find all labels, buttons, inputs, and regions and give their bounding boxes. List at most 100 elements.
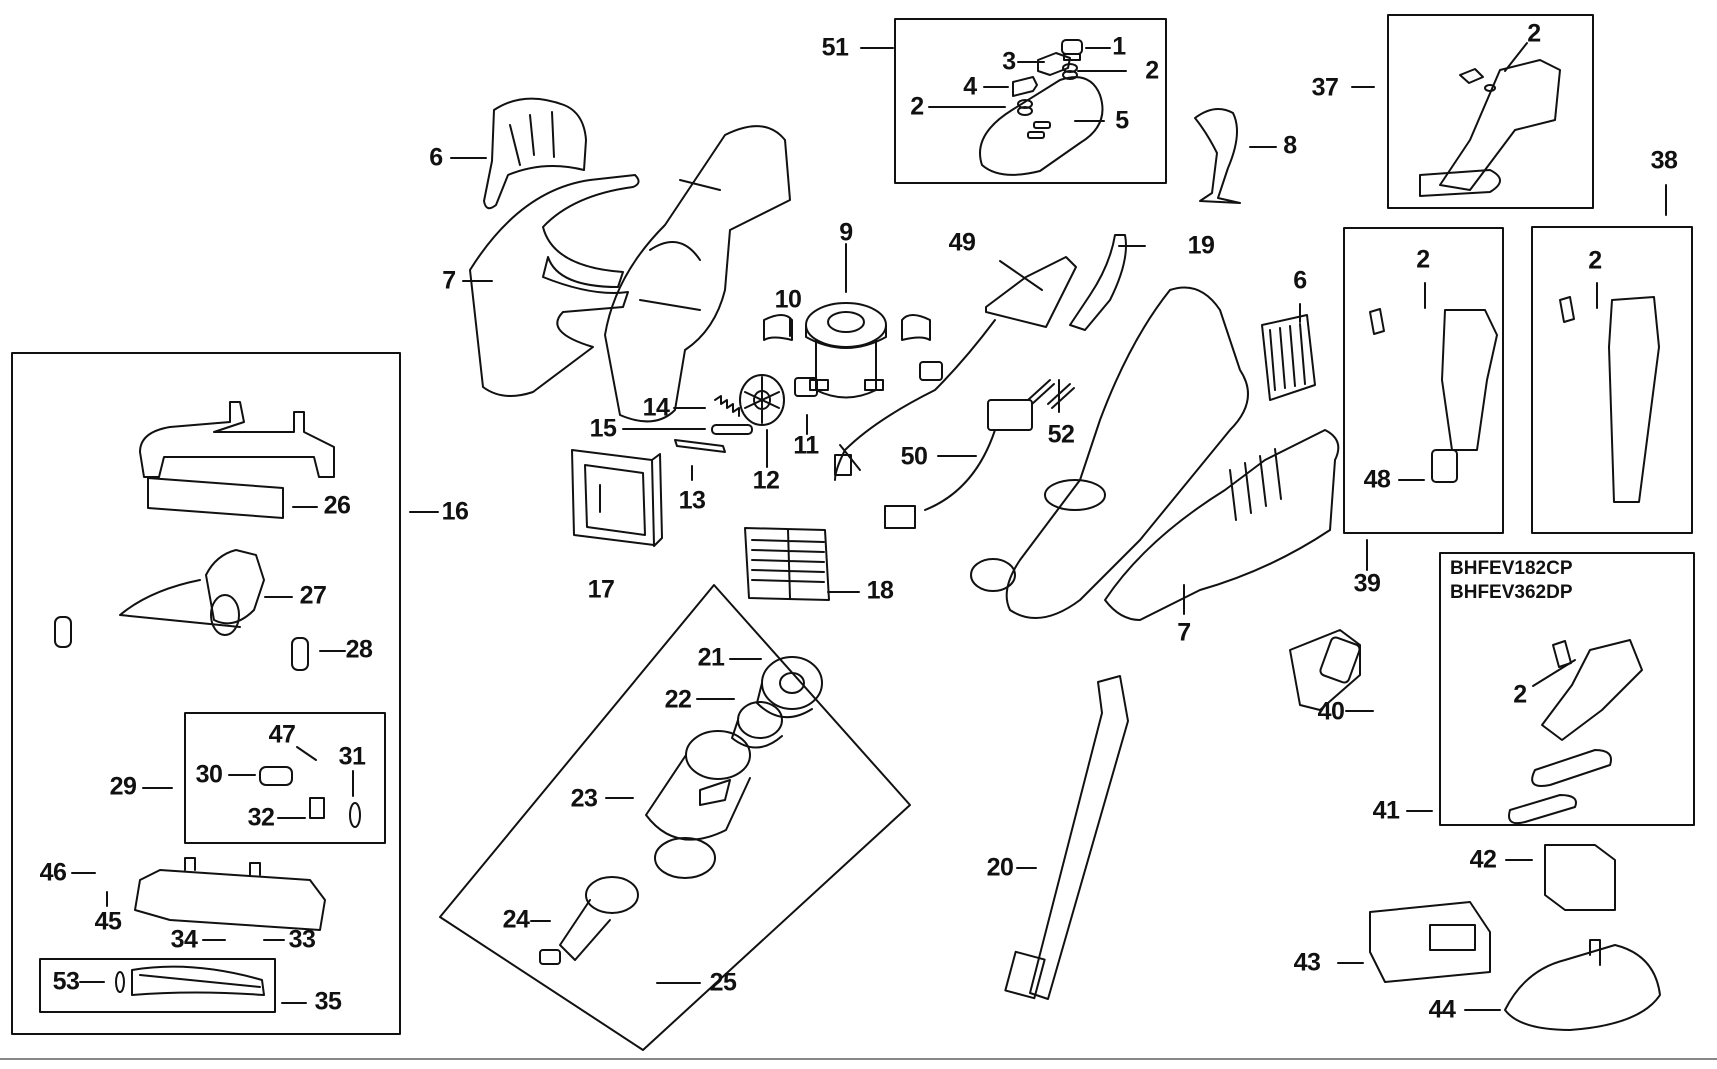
callout-3: 3 <box>1002 47 1016 76</box>
callout-35: 35 <box>314 987 342 1016</box>
callout-21: 21 <box>697 643 725 672</box>
callout-17: 17 <box>587 575 615 604</box>
part-44-charging-base <box>1504 939 1661 1031</box>
callout-13: 13 <box>678 486 706 515</box>
callout-27: 27 <box>299 581 327 610</box>
callout-51: 51 <box>821 33 849 62</box>
part-49-circuit-board <box>834 256 1077 481</box>
callout-40: 40 <box>1317 697 1345 726</box>
part-26-floor-head-cover <box>139 401 335 519</box>
part-42-adapter <box>1544 844 1616 911</box>
part-28-wheel <box>54 616 309 671</box>
callout-15: 15 <box>589 414 617 443</box>
callout-16: 16 <box>441 497 469 526</box>
part-3-button-plate <box>1037 52 1071 76</box>
callout-2-nozzle-group: 2 <box>1527 19 1541 48</box>
part-15-pin <box>711 424 753 435</box>
leader-lines <box>71 42 1667 1011</box>
model-name-1: BHFEV182CP <box>1450 558 1573 579</box>
callout-34: 34 <box>170 925 198 954</box>
part-6-rear-grille <box>1261 314 1316 401</box>
part-19-wire-guide <box>1069 234 1127 331</box>
part-13-clip <box>674 439 726 453</box>
callout-39: 39 <box>1353 569 1381 598</box>
callout-19: 19 <box>1187 231 1215 260</box>
callout-8: 8 <box>1283 131 1297 160</box>
callout-48: 48 <box>1363 465 1391 494</box>
model-name-2: BHFEV362DP <box>1450 582 1573 603</box>
callout-50: 50 <box>900 442 928 471</box>
part-4-switch-button <box>1012 76 1038 116</box>
part-30-motor <box>259 766 293 786</box>
callout-29: 29 <box>109 772 137 801</box>
callout-20: 20 <box>986 853 1014 882</box>
part-9-motor <box>805 302 887 399</box>
part-6-top-cover <box>483 97 587 210</box>
callout-2-brush-group: 2 <box>1416 245 1430 274</box>
callout-2-spring-bottom: 2 <box>910 92 924 121</box>
bottom-border <box>0 1058 1717 1060</box>
part-39-brush-tool <box>1369 308 1498 451</box>
model-list: BHFEV182CP BHFEV362DP <box>1450 557 1573 605</box>
group-box-37-nozzle <box>1387 14 1594 209</box>
part-31-belt <box>349 802 361 828</box>
part-21-filter-cap <box>756 656 823 719</box>
callout-4: 4 <box>963 72 977 101</box>
part-18-grille-filter <box>744 527 830 601</box>
callout-33: 33 <box>288 925 316 954</box>
callout-44: 44 <box>1428 995 1456 1024</box>
callout-32: 32 <box>247 803 275 832</box>
part-37-mini-nozzle <box>1419 59 1561 197</box>
part-main-housing-right <box>970 286 1249 619</box>
part-7-lower-housing <box>1104 429 1340 621</box>
group-box-41-models <box>1439 552 1695 826</box>
part-48-brush-head <box>1431 449 1458 483</box>
callout-25: 25 <box>709 968 737 997</box>
part-35-brush-roll <box>131 965 265 996</box>
callout-5: 5 <box>1115 106 1129 135</box>
callout-10: 10 <box>774 285 802 314</box>
callout-28: 28 <box>345 635 373 664</box>
part-41-pet-tool <box>1508 639 1643 825</box>
part-7-left-housing <box>469 174 640 397</box>
part-1-button-cap <box>1061 39 1083 61</box>
callout-49: 49 <box>948 228 976 257</box>
part-20-extension-wand <box>1004 675 1129 1000</box>
part-38-crevice-tool <box>1559 296 1660 503</box>
callout-47: 47 <box>268 720 296 749</box>
part-43-battery <box>1369 901 1491 983</box>
callout-12: 12 <box>752 466 780 495</box>
part-8-handle-piece <box>1194 108 1241 204</box>
callout-53: 53 <box>52 967 80 996</box>
callout-41: 41 <box>1372 796 1400 825</box>
group-box-51-switch <box>894 18 1167 184</box>
callout-38: 38 <box>1650 146 1678 175</box>
part-24-cyclone <box>539 876 639 965</box>
callout-45: 45 <box>94 907 122 936</box>
callout-14: 14 <box>642 393 670 422</box>
callout-46: 46 <box>39 858 67 887</box>
callout-6-top-cover: 6 <box>429 143 443 172</box>
callout-42: 42 <box>1469 845 1497 874</box>
callout-2-crevice-group: 2 <box>1588 246 1602 275</box>
group-box-39-brush <box>1343 227 1504 534</box>
callout-23: 23 <box>570 784 598 813</box>
part-32-bracket <box>309 797 325 819</box>
group-box-16-floorhead <box>11 352 401 1035</box>
callout-7-left-housing: 7 <box>442 266 456 295</box>
callout-22: 22 <box>664 685 692 714</box>
callout-52: 52 <box>1047 420 1075 449</box>
part-11-brush-holder <box>794 361 943 397</box>
part-2-spring <box>1062 63 1078 80</box>
callout-24: 24 <box>502 905 530 934</box>
callout-2-pet-group: 2 <box>1513 680 1527 709</box>
part-27-neck <box>119 549 265 636</box>
callout-26: 26 <box>323 491 351 520</box>
part-23-dust-bowl <box>645 730 751 879</box>
part-52-spring <box>1027 379 1075 409</box>
part-53-end-cap <box>115 971 125 993</box>
group-box-25-dustbin <box>439 584 911 1051</box>
part-17-frame-filter <box>571 449 663 547</box>
